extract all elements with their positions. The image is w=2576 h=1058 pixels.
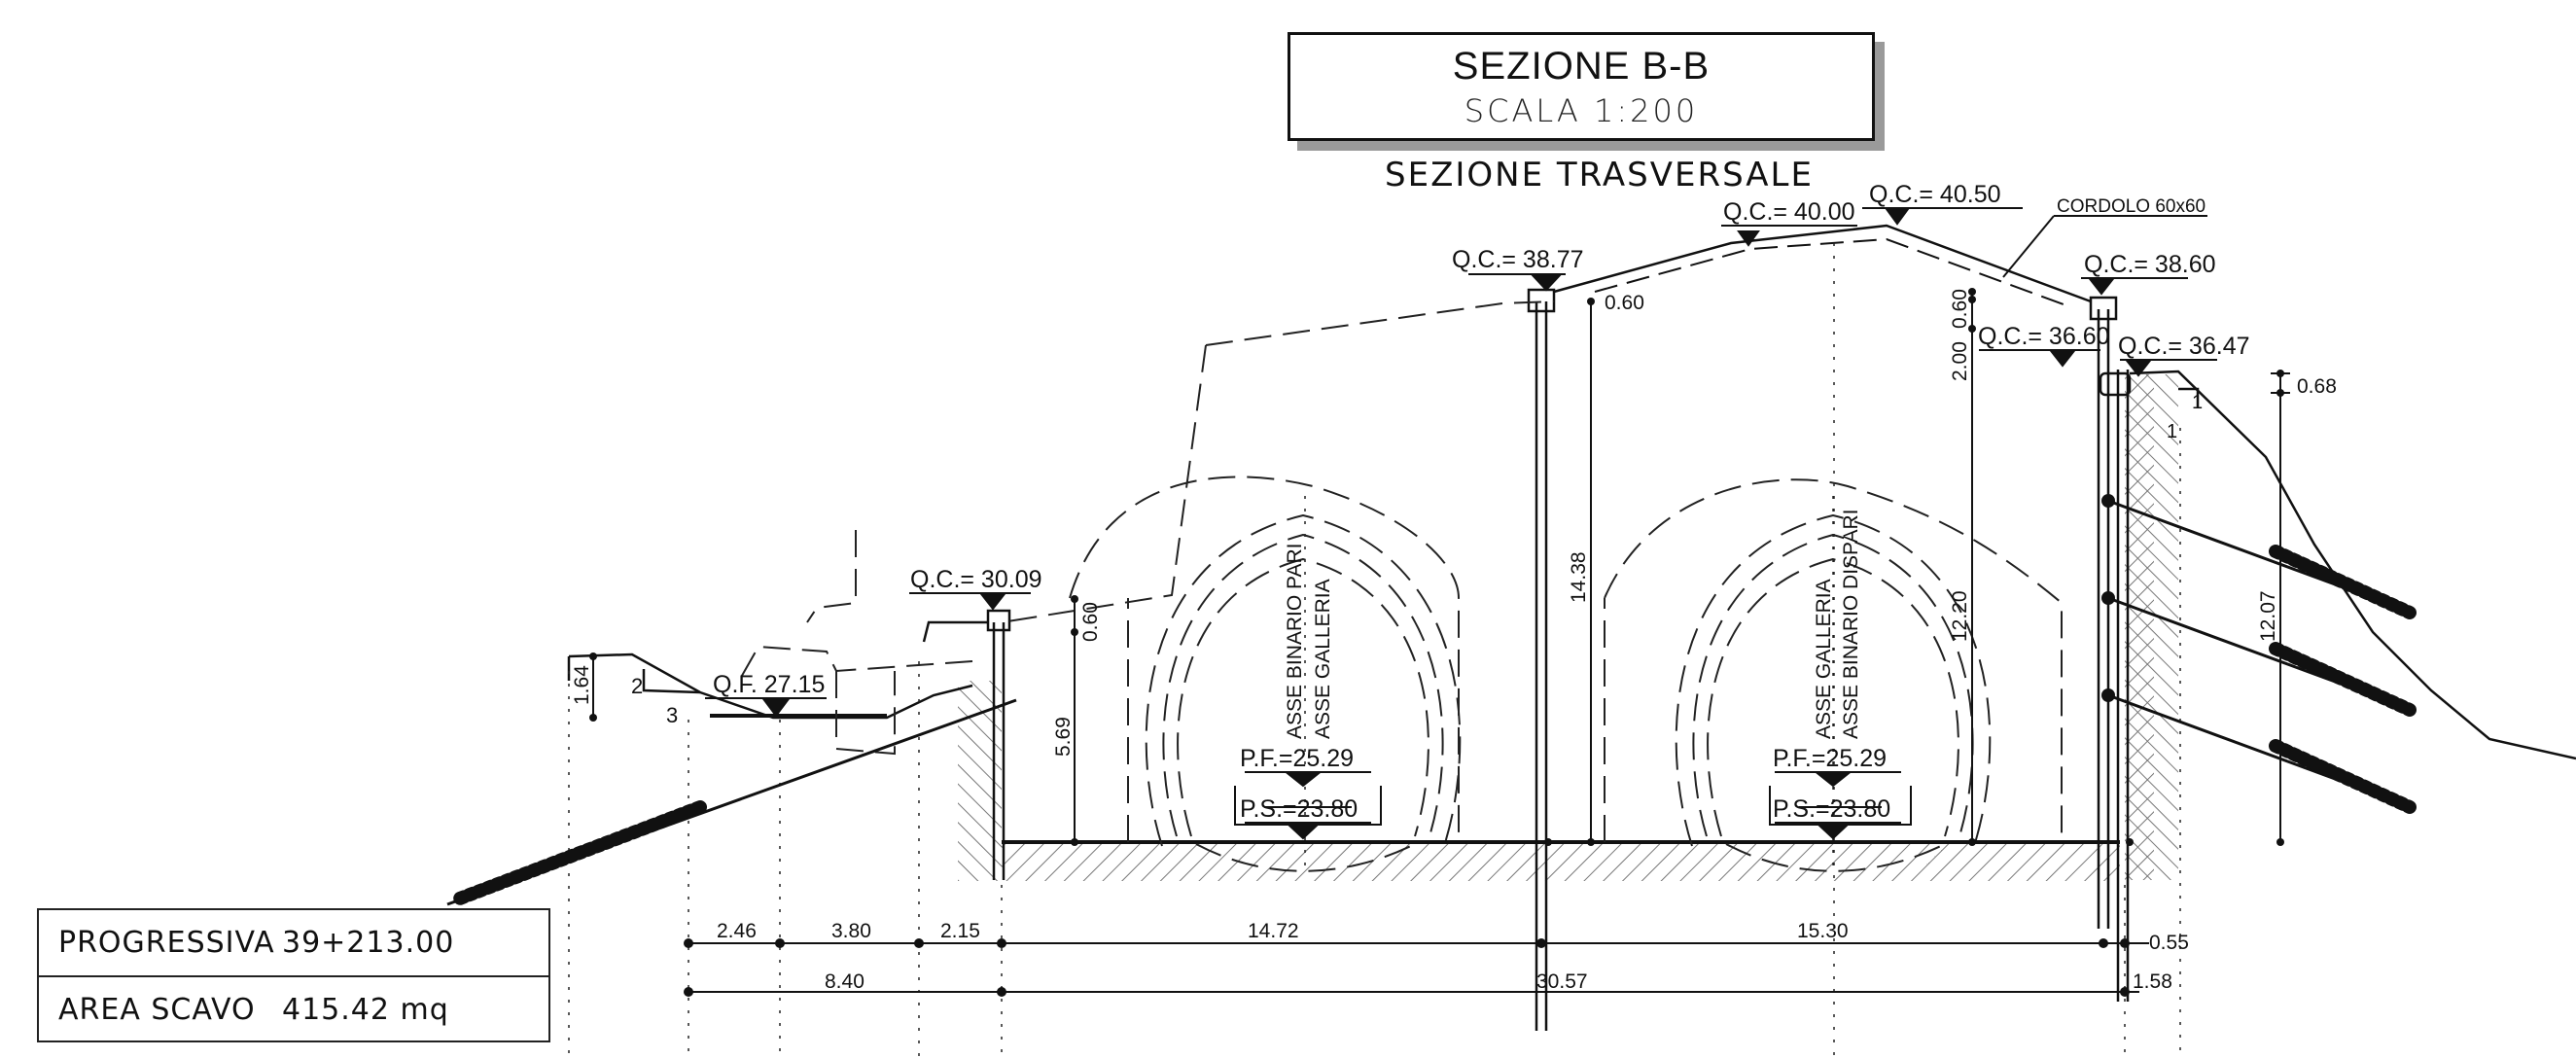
dim-1530: 15.30 [1797, 920, 1849, 942]
level-texts: Q.C.= 38.77 Q.C.= 40.00 Q.C.= 40.50 Q.C.… [713, 181, 2250, 823]
cordolo-label: CORDOLO 60x60 [2057, 196, 2205, 217]
asse-binario-dispari-label: ASSE BINARIO DISPARI [1840, 509, 1862, 739]
vertical-dimensions [592, 292, 2290, 842]
level-markers [705, 207, 2217, 840]
level-qc-3877: Q.C.= 38.77 [1452, 246, 1584, 273]
anchor-bulbs [450, 545, 2417, 906]
asse-binario-pari-label: ASSE BINARIO PARI [1284, 544, 1306, 740]
level-ps-left: P.S.=23.80 [1240, 795, 1358, 823]
dim-158: 1.58 [2133, 970, 2172, 993]
info-value: 39+213.00 [282, 926, 455, 960]
dim-1472: 14.72 [1248, 920, 1299, 942]
dimension-ticks [589, 288, 2284, 846]
dim-215: 2.15 [940, 920, 980, 942]
level-qf-2715: Q.F. 27.15 [713, 671, 825, 698]
dim-1438: 14.38 [1568, 551, 1590, 603]
dim-840: 8.40 [825, 970, 865, 993]
drawing-scale: SCALA 1:200 [1464, 92, 1699, 129]
info-label: PROGRESSIVA [58, 926, 275, 960]
structure-lines [567, 224, 2576, 1031]
axis-lines [568, 243, 2181, 1058]
dim-068: 0.68 [2297, 375, 2337, 398]
level-qc-3009: Q.C.= 30.09 [910, 566, 1042, 593]
dim-1207: 12.07 [2257, 590, 2279, 642]
dim-569: 5.69 [1052, 717, 1075, 757]
asse-galleria-left-label: ASSE GALLERIA [1312, 579, 1334, 739]
base-hatch [1002, 842, 2120, 881]
cordolo-leader [2002, 215, 2207, 278]
level-pf-left: P.F.=25.29 [1240, 745, 1354, 772]
info-value: 415.42 mq [282, 993, 449, 1027]
dim-060-top: 0.60 [1605, 292, 1644, 314]
dim-380: 3.80 [831, 920, 871, 942]
vertical-dimension-texts: 0.60 0.60 2.00 0.68 14.38 12.20 12.07 0.… [571, 289, 2337, 757]
horizontal-dimension-texts: 2.46 3.80 2.15 14.72 15.30 0.55 8.40 30.… [717, 920, 2189, 993]
horizontal-dimensions [688, 942, 2149, 993]
info-table: PROGRESSIVA 39+213.00 AREA SCAVO 415.42 … [37, 908, 550, 1042]
level-qc-3860: Q.C.= 38.60 [2084, 251, 2216, 278]
dim-060-right: 0.60 [1949, 289, 1971, 329]
slope-label-1a: 1 [2192, 392, 2203, 413]
anchor-heads [2101, 494, 2115, 702]
slope-label-1b: 1 [2167, 421, 2177, 442]
section-subtitle: SEZIONE TRASVERSALE [1385, 156, 1814, 194]
slope-label-3: 3 [666, 703, 678, 727]
level-qc-4050: Q.C.= 40.50 [1869, 181, 2001, 208]
title-block: SEZIONE B-B SCALA 1:200 [1288, 32, 1875, 141]
dim-055: 0.55 [2149, 932, 2189, 954]
level-pf-right: P.F.=25.29 [1773, 745, 1887, 772]
dim-246: 2.46 [717, 920, 757, 942]
info-row-progressiva: PROGRESSIVA 39+213.00 [39, 910, 548, 975]
level-ps-right: P.S.=23.80 [1773, 795, 1890, 823]
slope-label-2: 2 [631, 674, 643, 698]
level-qc-3647: Q.C.= 36.47 [2118, 333, 2250, 360]
dashed-profiles [738, 300, 2063, 872]
dim-1220: 12.20 [1949, 590, 1971, 642]
asse-galleria-right-label: ASSE GALLERIA [1813, 579, 1835, 739]
drawing-title: SEZIONE B-B [1452, 45, 1711, 88]
dim-164: 1.64 [571, 665, 593, 705]
info-row-area-scavo: AREA SCAVO 415.42 mq [39, 975, 548, 1042]
dimension-chain-ticks [684, 938, 2130, 997]
level-qc-4000: Q.C.= 40.00 [1723, 198, 1855, 226]
dim-200: 2.00 [1949, 341, 1971, 381]
info-label: AREA SCAVO [58, 993, 256, 1027]
dim-3057: 30.57 [1536, 970, 1588, 993]
level-qc-3660: Q.C.= 36.60 [1978, 323, 2110, 350]
dim-060-left: 0.60 [1079, 602, 1102, 642]
right-wall-hatch-2 [2125, 374, 2154, 880]
